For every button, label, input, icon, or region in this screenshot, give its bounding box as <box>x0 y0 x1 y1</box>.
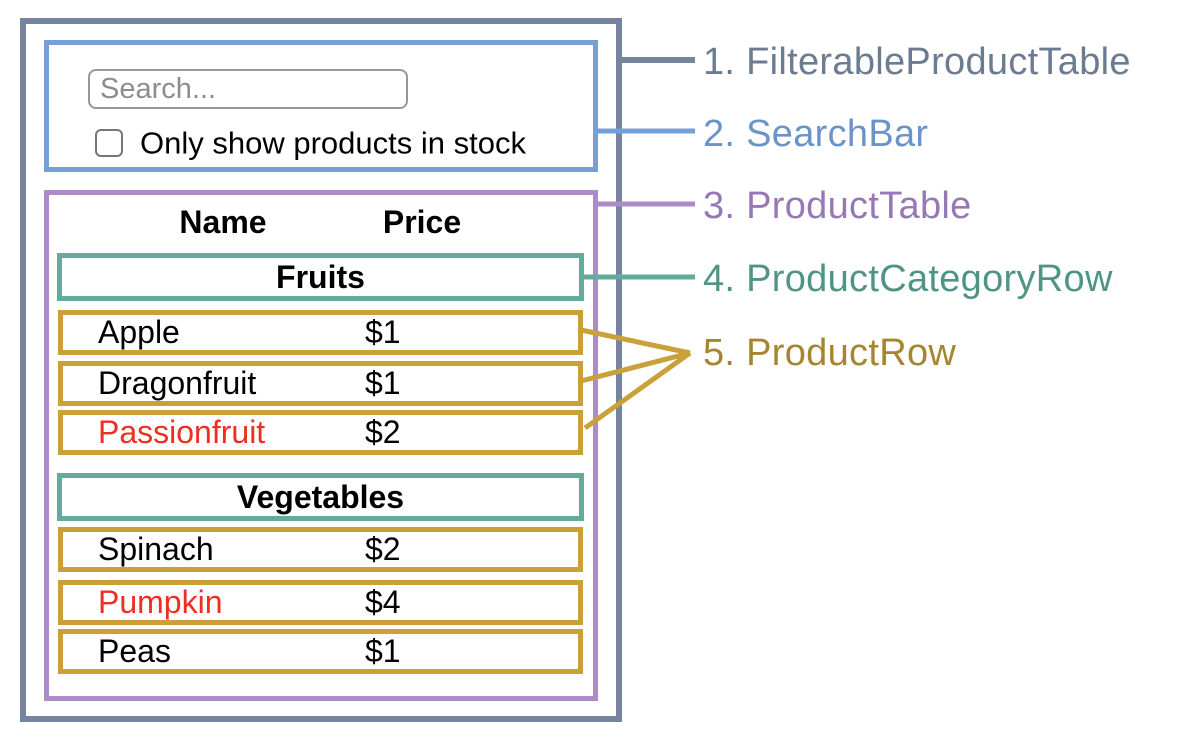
product-name: Spinach <box>98 531 214 567</box>
legend-filterable-product-table: 1. FilterableProductTable <box>703 41 1131 83</box>
in-stock-checkbox[interactable] <box>95 129 123 157</box>
product-row-apple: Apple $1 <box>58 310 583 355</box>
product-name: Passionfruit <box>98 414 266 450</box>
product-row-pumpkin: Pumpkin $4 <box>58 580 583 625</box>
product-row-passionfruit: Passionfruit $2 <box>58 410 583 455</box>
product-price: $1 <box>365 314 401 350</box>
legend-search-bar: 2. SearchBar <box>703 113 929 155</box>
product-price: $1 <box>365 633 401 669</box>
product-price: $1 <box>365 365 401 401</box>
product-table-box <box>44 190 598 701</box>
legend-product-table: 3. ProductTable <box>703 185 972 227</box>
product-price: $2 <box>365 414 401 450</box>
column-header-price: Price <box>382 204 462 240</box>
product-category-row-fruits: Fruits <box>57 253 584 301</box>
product-row-peas: Peas $1 <box>58 629 583 674</box>
product-category-row-vegetables: Vegetables <box>57 473 584 521</box>
legend-product-row: 5. ProductRow <box>703 332 957 374</box>
product-name: Peas <box>98 633 171 669</box>
search-input[interactable] <box>88 69 408 109</box>
product-row-dragonfruit: Dragonfruit $1 <box>58 361 583 406</box>
in-stock-checkbox-label: Only show products in stock <box>140 125 526 161</box>
product-name: Apple <box>98 314 180 350</box>
search-bar-box <box>44 40 598 172</box>
legend-product-category-row: 4. ProductCategoryRow <box>703 258 1113 300</box>
product-name: Dragonfruit <box>98 365 257 401</box>
product-name: Pumpkin <box>98 584 223 620</box>
column-header-name: Name <box>179 204 267 240</box>
product-row-spinach: Spinach $2 <box>58 527 583 572</box>
product-price: $2 <box>365 531 401 567</box>
product-price: $4 <box>365 584 401 620</box>
